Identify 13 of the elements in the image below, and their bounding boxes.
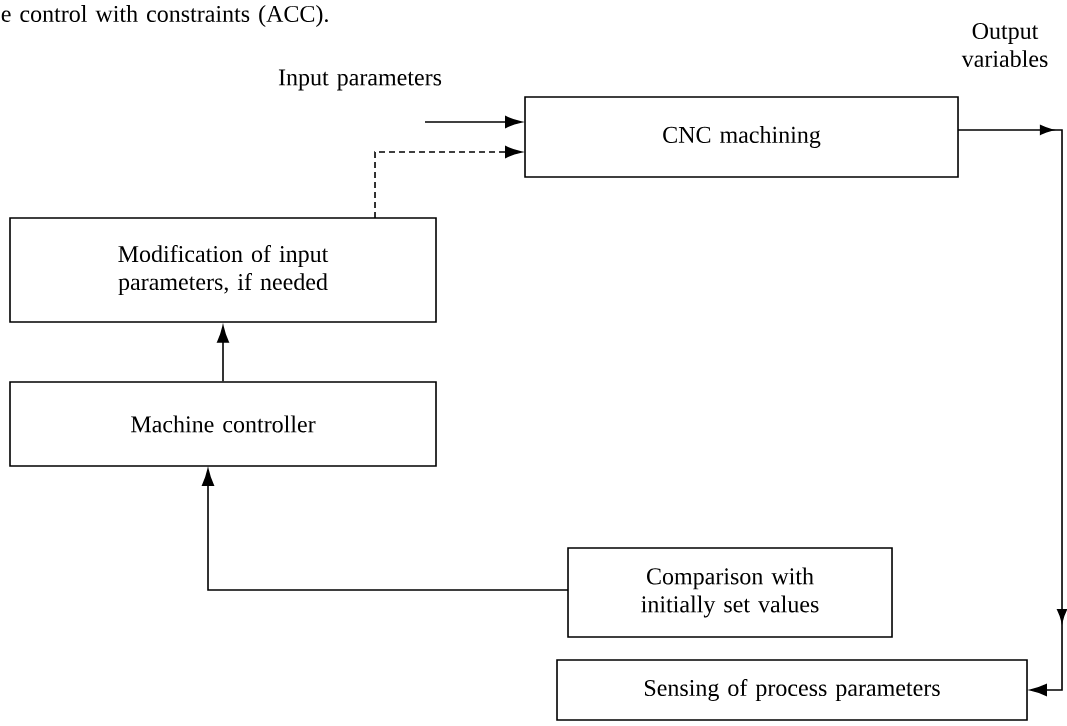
arrow: [957, 125, 1067, 696]
process-box: Machine controller: [9, 381, 437, 467]
arrow: [217, 325, 229, 382]
text-label: e control with constraints (ACC).: [1, 5, 328, 27]
arrow: [202, 468, 569, 591]
arrow: [424, 116, 523, 128]
text-label: Output variables: [961, 22, 1048, 68]
text-label: Input parameters: [278, 69, 442, 91]
process-box: Sensing of process parameters: [556, 659, 1028, 721]
process-box: Comparison with initially set values: [567, 547, 893, 638]
process-box: CNC machining: [524, 96, 959, 178]
arrow: [374, 146, 523, 219]
process-box: Modification of input parameters, if needed: [9, 217, 437, 323]
